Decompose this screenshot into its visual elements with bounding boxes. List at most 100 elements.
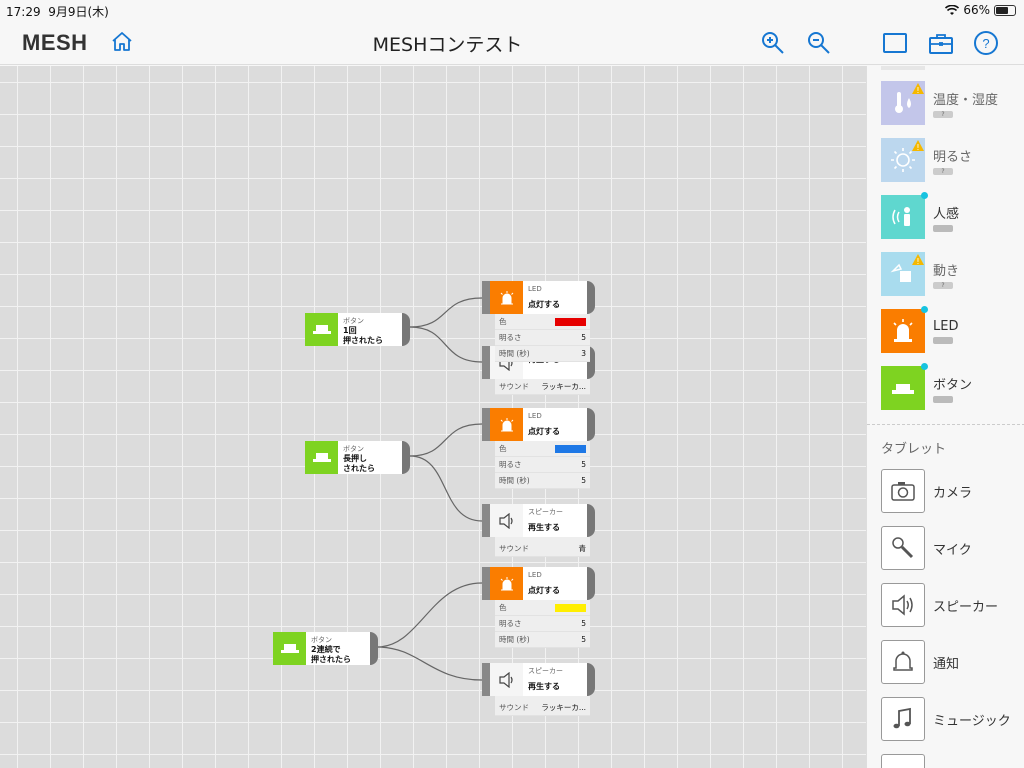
detail-row[interactable]: サウンドラッキーカ... — [495, 700, 590, 716]
thermometer-icon: ! — [881, 81, 925, 125]
detail-label: 明るさ — [499, 460, 522, 469]
detail-value: 5 — [581, 619, 586, 628]
sun-icon: ! — [881, 138, 925, 182]
tablet-item-music[interactable]: ミュージック — [881, 697, 1011, 741]
detail-row[interactable]: 色 — [495, 600, 590, 616]
tag-label: 動き? — [933, 260, 959, 289]
speaker-details: サウンド青 — [495, 537, 590, 557]
connected-indicator — [921, 192, 928, 199]
block-kind: ボタン — [343, 317, 364, 325]
tag-label: ボタン — [933, 374, 972, 403]
help-icon[interactable]: ? — [973, 30, 999, 56]
input-port[interactable] — [482, 567, 490, 600]
speaker-block[interactable]: スピーカー再生する — [482, 504, 595, 537]
output-port[interactable] — [587, 504, 595, 537]
warning-icon: ! — [912, 254, 924, 265]
block-action: 点灯する — [528, 586, 560, 595]
block-action: 点灯する — [528, 300, 560, 309]
panel-icon[interactable] — [882, 30, 908, 56]
block-action: されたら — [343, 464, 375, 473]
output-port[interactable] — [402, 441, 410, 474]
detail-row[interactable]: 時間 (秒)3 — [495, 346, 590, 362]
tablet-item-camera[interactable]: カメラ — [881, 469, 972, 513]
connection-line — [409, 326, 483, 363]
detail-row[interactable]: 色 — [495, 314, 590, 330]
tablet-item-notification[interactable]: 通知 — [881, 640, 959, 684]
detail-row[interactable]: サウンド青 — [495, 541, 590, 557]
speaker-block-icon — [490, 663, 523, 696]
wifi-icon — [945, 4, 960, 15]
tablet-item-speaker[interactable]: スピーカー — [881, 583, 998, 627]
tag-item-brightness[interactable]: ! 明るさ? — [881, 138, 972, 182]
svg-text:?: ? — [982, 36, 989, 51]
output-port[interactable] — [587, 281, 595, 314]
button-tag-block[interactable]: ボタン長押しされたら — [305, 441, 410, 474]
output-port[interactable] — [587, 567, 595, 600]
led-color-swatch — [555, 317, 586, 326]
tag-name: 温度・湿度 — [933, 92, 999, 108]
toolbox-icon[interactable] — [928, 30, 954, 56]
block-kind: LED — [528, 571, 542, 579]
input-port[interactable] — [482, 346, 490, 379]
detail-row[interactable]: 時間 (秒)5 — [495, 473, 590, 489]
input-port[interactable] — [482, 663, 490, 696]
detail-row[interactable]: 時間 (秒)5 — [495, 632, 590, 648]
detail-row[interactable]: サウンド ラッキーカ... — [495, 379, 590, 395]
block-action: 押されたら — [343, 336, 383, 345]
output-port[interactable] — [587, 408, 595, 441]
block-kind: スピーカー — [528, 667, 563, 675]
detail-label: サウンド — [499, 382, 529, 391]
block-action: 点灯する — [528, 427, 560, 436]
speaker-block[interactable]: スピーカー再生する — [482, 663, 595, 696]
led-details: 色 明るさ 5 時間 (秒)5 — [495, 441, 590, 489]
tag-item-move[interactable]: ! 動き? — [881, 252, 959, 296]
detail-value: 5 — [581, 635, 586, 644]
input-port[interactable] — [482, 281, 490, 314]
tablet-item-microphone[interactable]: マイク — [881, 526, 972, 570]
page-title: MESHコンテスト — [372, 34, 523, 56]
battery-indicator — [933, 224, 953, 232]
block-text: スピーカー再生する — [523, 663, 587, 696]
output-port[interactable] — [402, 313, 410, 346]
tablet-item-label: ミュージック — [933, 713, 1011, 729]
zoom-in-icon[interactable] — [760, 30, 786, 56]
tag-name: LED — [933, 318, 959, 334]
tablet-item-label: カメラ — [933, 485, 973, 501]
detail-row[interactable]: 明るさ 5 — [495, 457, 590, 473]
led-color-swatch — [555, 444, 586, 453]
connection-lines — [376, 297, 483, 681]
tag-sidebar[interactable]: ! 温度・湿度? ! 明るさ? 人感 ! 動き? LED — [866, 66, 1024, 768]
detail-row[interactable]: 色 — [495, 441, 590, 457]
detail-value: ラッキーカ... — [541, 382, 586, 391]
led-block-icon — [490, 567, 523, 600]
zoom-out-icon[interactable] — [806, 30, 832, 56]
led-block[interactable]: LED 点灯する — [482, 567, 595, 600]
input-port[interactable] — [482, 504, 490, 537]
button-icon — [881, 363, 928, 410]
battery-indicator — [933, 336, 953, 344]
home-icon[interactable] — [110, 30, 134, 54]
tag-name: 動き — [933, 263, 960, 279]
detail-label: 時間 (秒) — [499, 476, 530, 485]
svg-text:!: ! — [916, 86, 919, 94]
tag-item-temperature[interactable]: ! 温度・湿度? — [881, 81, 998, 125]
tag-item-led[interactable]: LED — [881, 306, 959, 353]
detail-value: 5 — [581, 460, 586, 469]
output-port[interactable] — [370, 632, 378, 665]
output-port[interactable] — [587, 346, 595, 379]
detail-value: 3 — [581, 349, 586, 358]
tag-item-motion-sensor[interactable]: 人感 — [881, 192, 959, 239]
output-port[interactable] — [587, 663, 595, 696]
led-block-icon — [490, 408, 523, 441]
input-port[interactable] — [482, 408, 490, 441]
tag-item-button[interactable]: ボタン — [881, 363, 972, 410]
